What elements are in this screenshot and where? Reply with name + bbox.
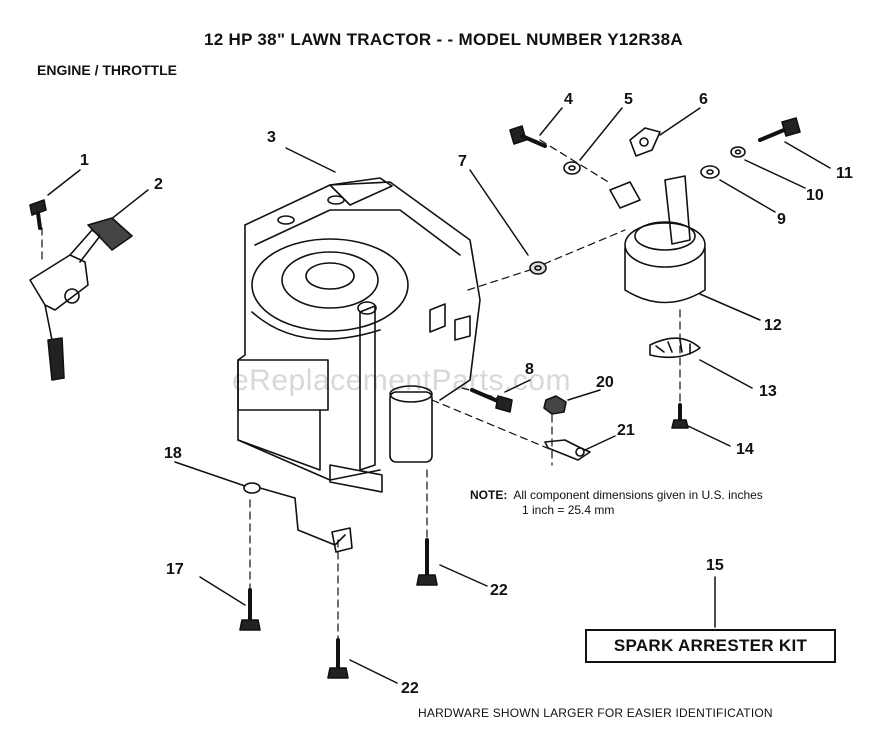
callout-17: 17 — [166, 561, 184, 578]
part-7-nut — [529, 261, 547, 275]
assembly-lines — [41, 139, 681, 641]
dimension-note: NOTE: All component dimensions given in U… — [470, 488, 763, 518]
part-1-bolt — [29, 199, 47, 230]
callout-14: 14 — [736, 441, 754, 458]
callout-1: 1 — [80, 152, 89, 169]
note-line-1: All component dimensions given in U.S. i… — [513, 488, 763, 502]
diagram-title: 12 HP 38" LAWN TRACTOR - - MODEL NUMBER … — [203, 30, 684, 49]
part-20-nut — [543, 395, 567, 415]
part-10-lock-washer — [730, 146, 746, 158]
callout-20: 20 — [596, 374, 614, 391]
callout-9: 9 — [777, 211, 786, 228]
callout-21: 21 — [617, 422, 635, 439]
callout-15: 15 — [706, 557, 724, 574]
callout-12: 12 — [764, 317, 782, 334]
callout-8: 8 — [525, 361, 534, 378]
callout-7: 7 — [458, 153, 467, 170]
callout-22-lower: 22 — [401, 680, 419, 697]
part-18-fuel-line — [243, 482, 353, 553]
part-4-bolt — [509, 125, 547, 148]
part-12-muffler — [609, 175, 706, 304]
part-14-screw — [671, 403, 689, 429]
diagram-subtitle: ENGINE / THROTTLE — [37, 62, 177, 78]
part-8-bolt — [470, 388, 513, 413]
part-22-bolt-b — [327, 638, 349, 679]
note-label: NOTE: — [470, 488, 508, 502]
callout-10: 10 — [806, 187, 824, 204]
leader-lines — [47, 107, 831, 684]
spark-arrester-kit-box: SPARK ARRESTER KIT — [585, 629, 836, 663]
callout-13: 13 — [759, 383, 777, 400]
part-22-bolt-a — [416, 538, 438, 586]
callout-4: 4 — [564, 91, 573, 108]
callout-2: 2 — [154, 176, 163, 193]
part-9-washer — [700, 165, 720, 179]
part-11-bolt — [758, 117, 801, 142]
callout-3: 3 — [267, 129, 276, 146]
part-21-clamp — [544, 439, 591, 461]
callout-5: 5 — [624, 91, 633, 108]
note-line-2: 1 inch = 25.4 mm — [522, 503, 615, 517]
callout-11: 11 — [836, 165, 853, 182]
part-5-washer — [563, 161, 581, 175]
part-3-engine — [237, 177, 481, 493]
callout-22-upper: 22 — [490, 582, 508, 599]
callout-6: 6 — [699, 91, 708, 108]
part-2-throttle-control — [29, 217, 133, 381]
hardware-footnote: HARDWARE SHOWN LARGER FOR EASIER IDENTIF… — [418, 706, 773, 720]
part-17-bolt — [239, 588, 261, 631]
part-13-spark-arrester — [649, 337, 701, 359]
part-6-gasket — [629, 127, 661, 157]
callout-18: 18 — [164, 445, 182, 462]
